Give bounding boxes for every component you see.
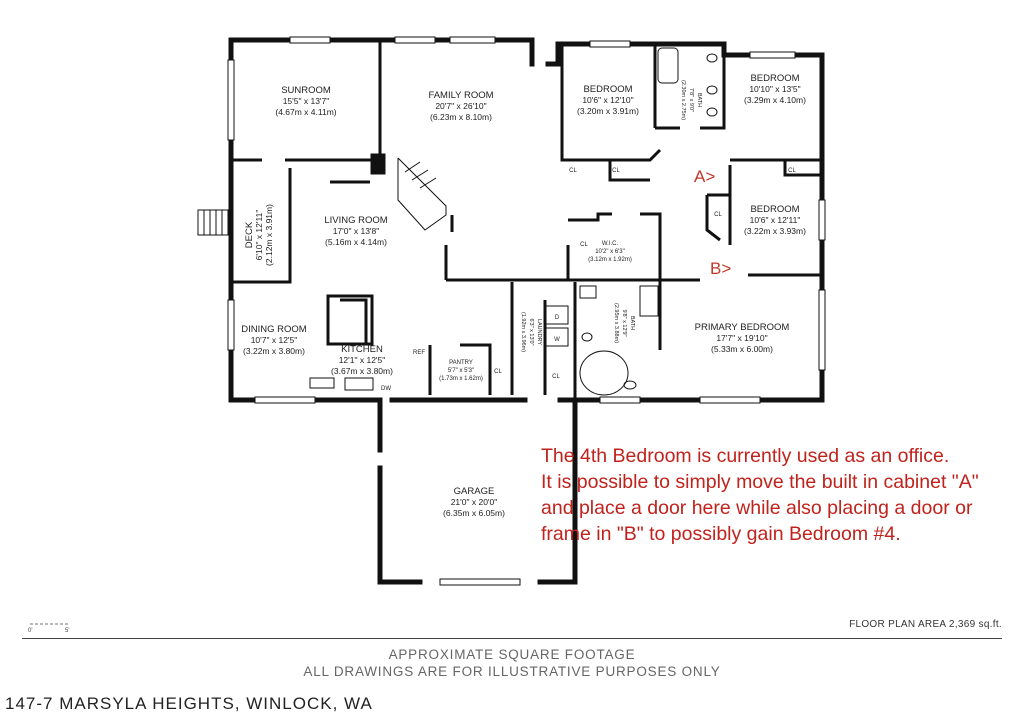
- living-room-metric: (5.16m x 4.14m): [325, 237, 387, 247]
- garage-name: GARAGE: [454, 486, 495, 497]
- pantry-size: 5'7" x 5'3": [448, 368, 474, 374]
- closet-label: CL: [788, 168, 796, 174]
- garage-metric: (6.35m x 6.05m): [443, 508, 505, 518]
- wic-name: W.I.C.: [602, 241, 619, 247]
- closet-label: CL: [552, 374, 560, 380]
- sunroom-size: 15'5" x 13'7": [283, 96, 330, 106]
- laundry-name: LAUNDRY: [536, 319, 542, 346]
- bath2-name: BATH: [629, 316, 635, 330]
- bedroom-note: The 4th Bedroom is currently used as an …: [541, 443, 1011, 547]
- bedroom2-size: 10'10" x 13'5": [749, 84, 800, 94]
- deck-size: 6'10" x 12'11": [254, 210, 264, 261]
- scale-bar: 0' 5': [28, 623, 70, 633]
- sunroom-name: SUNROOM: [281, 85, 331, 96]
- bedroom2-name: BEDROOM: [750, 73, 799, 84]
- bedroom1-size: 10'6" x 12'10": [582, 95, 633, 105]
- kitchen-metric: (3.67m x 3.80m): [331, 366, 393, 376]
- dining-room-metric: (3.22m x 3.80m): [243, 346, 305, 356]
- laundry-size: 6'3" x 13'0": [528, 318, 534, 345]
- living-room-name: LIVING ROOM: [324, 215, 387, 226]
- dryer-label: D: [555, 315, 560, 321]
- deck-name: DECK: [244, 221, 255, 248]
- pantry-metric: (1.73m x 1.62m): [439, 376, 483, 382]
- kitchen-name: KITCHEN: [341, 344, 383, 355]
- closet-label: CL: [569, 168, 577, 174]
- marker-b: B>: [710, 259, 732, 278]
- bedroom1-metric: (3.20m x 3.91m): [577, 106, 639, 116]
- note-line: frame in "B" to possibly gain Bedroom #4…: [541, 523, 901, 545]
- interior-walls: [231, 40, 822, 400]
- sunroom-metric: (4.67m x 4.11m): [275, 107, 336, 117]
- bath2-size: 9'8" x 12'9": [621, 309, 627, 336]
- wic-metric: (3.12m x 1.92m): [588, 257, 632, 263]
- room-labels: SUNROOM 15'5" x 13'7" (4.67m x 4.11m) FA…: [241, 73, 806, 518]
- note-line: It is possible to simply move the built …: [541, 471, 979, 493]
- closet-label: CL: [494, 369, 502, 375]
- laundry-metric: (1.92m x 3.96m): [520, 312, 526, 352]
- refrigerator-label: REF: [413, 350, 425, 356]
- dining-room-name: DINING ROOM: [241, 324, 307, 335]
- washer-label: W: [554, 337, 560, 343]
- footer-line-2: ALL DRAWINGS ARE FOR ILLUSTRATIVE PURPOS…: [303, 664, 721, 679]
- note-line: The 4th Bedroom is currently used as an …: [541, 445, 950, 467]
- primary-bedroom-size: 17'7" x 19'10": [716, 333, 767, 343]
- pantry-name: PANTRY: [449, 360, 473, 366]
- primary-bedroom-name: PRIMARY BEDROOM: [695, 322, 790, 333]
- bedroom1-name: BEDROOM: [583, 84, 632, 95]
- footer-line-1: APPROXIMATE SQUARE FOOTAGE: [388, 647, 636, 662]
- marker-a: A>: [694, 167, 716, 186]
- property-address: 147-7 MARSYLA HEIGHTS, WINLOCK, WA: [5, 694, 373, 713]
- bedroom3-size: 10'6" x 12'11": [750, 215, 801, 225]
- dining-room-size: 10'7" x 12'5": [251, 335, 298, 345]
- fireplace: [397, 157, 447, 231]
- bedroom3-name: BEDROOM: [750, 204, 799, 215]
- scale-end: 5': [65, 628, 69, 633]
- closet-label: CL: [612, 168, 620, 174]
- dishwasher-label: DW: [381, 386, 391, 392]
- family-room-size: 20'7" x 26'10": [435, 101, 486, 111]
- deck-stairs: [197, 209, 229, 236]
- closet-label: CL: [714, 212, 722, 218]
- primary-bedroom-metric: (5.33m x 6.00m): [711, 344, 773, 354]
- bath1-size: 7'8" x 9'0": [688, 88, 694, 112]
- deck-metric: (2.12m x 3.91m): [264, 204, 274, 266]
- scale-start: 0': [28, 628, 32, 633]
- bedroom2-metric: (3.29m x 4.10m): [744, 95, 806, 105]
- family-room-metric: (6.23m x 8.10m): [430, 112, 492, 122]
- bath1-name: BATH: [696, 93, 702, 107]
- family-room-name: FAMILY ROOM: [428, 90, 493, 101]
- note-line: and place a door here while also placing…: [541, 497, 973, 519]
- bedroom3-metric: (3.22m x 3.93m): [744, 226, 806, 236]
- windows: [227, 36, 826, 586]
- garage-size: 21'0" x 20'0": [451, 497, 498, 507]
- closet-label: CL: [580, 242, 588, 248]
- bath2-metric: (2.95m x 3.88m): [613, 303, 619, 343]
- wic-size: 10'2" x 6'3": [595, 249, 625, 255]
- floor-plan-area: FLOOR PLAN AREA 2,369 sq.ft.: [849, 619, 1002, 630]
- fixtures-drawing: [309, 47, 718, 396]
- kitchen-size: 12'1" x 12'5": [339, 355, 386, 365]
- divider: [22, 638, 1002, 639]
- living-room-size: 17'0" x 13'8": [333, 226, 380, 236]
- bath1-metric: (2.30m x 2.75m): [680, 80, 686, 120]
